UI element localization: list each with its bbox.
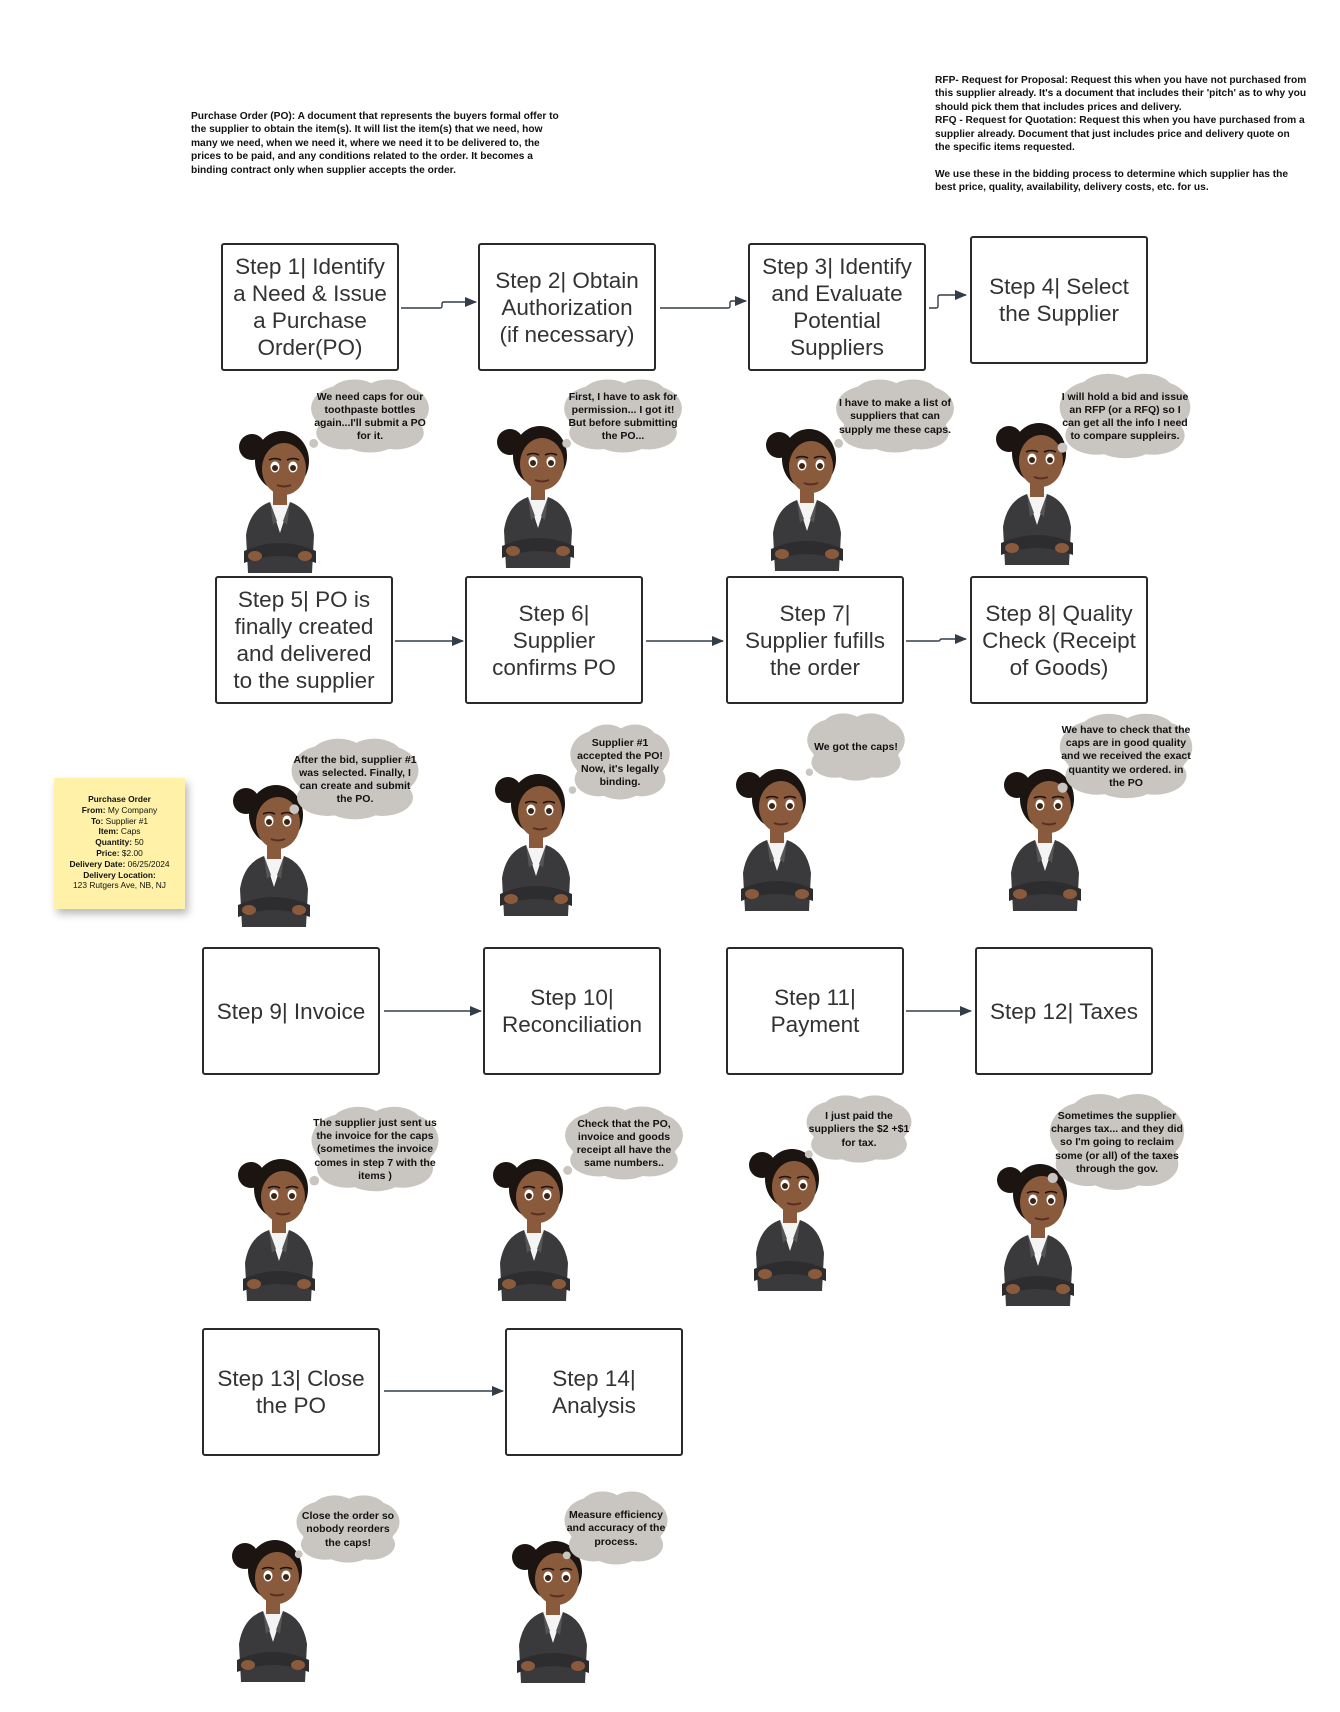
character-step-11 <box>740 1127 840 1291</box>
thought-text: Measure efficiency and accuracy of the p… <box>566 1509 666 1548</box>
cloud-shape <box>309 379 429 453</box>
cloud-shape <box>562 379 682 453</box>
arrow-step1-step2 <box>401 297 477 309</box>
thought-text: Check that the PO, invoice and goods rec… <box>576 1117 672 1170</box>
character-step-6 <box>486 752 586 916</box>
sticky-from: From: My Company <box>81 804 158 815</box>
step-3-box: Step 3| Identify and Evaluate Potential … <box>748 243 926 371</box>
sticky-quantity: Quantity: 50 <box>95 837 144 848</box>
arrow-step2-step3 <box>660 296 747 309</box>
thought-text: The supplier just sent us the invoice fo… <box>313 1116 437 1182</box>
thought-text: Sometimes the supplier charges tax... an… <box>1051 1109 1183 1175</box>
cloud-shape <box>1047 1094 1185 1190</box>
cloud-shape <box>562 1491 668 1565</box>
character-step-13 <box>223 1518 323 1682</box>
sticky-delivery-location: 123 Rutgers Ave, NB, NJ <box>73 880 166 891</box>
step-4-box: Step 4| Select the Supplier <box>970 236 1148 364</box>
thought-bubble-step-3: I have to make a list of suppliers that … <box>831 378 959 454</box>
thought-bubble-step-1: We need caps for our toothpaste bottles … <box>306 378 434 454</box>
character-step-9 <box>229 1137 329 1301</box>
step-14-box: Step 14| Analysis <box>505 1328 683 1456</box>
step-11-box: Step 11| Payment <box>726 947 904 1075</box>
character-step-4 <box>987 401 1087 565</box>
arrow-step3-step4 <box>929 290 967 309</box>
step-2-box: Step 2| Obtain Authorization (if necessa… <box>478 243 656 371</box>
thought-bubble-step-11: I just paid the suppliers the $2 +$1 for… <box>802 1094 916 1164</box>
thought-bubble-step-6: Supplier #1 accepted the PO! Now, it's l… <box>566 723 674 801</box>
step-1-box: Step 1| Identify a Need & Issue a Purcha… <box>221 243 399 371</box>
character-step-10 <box>484 1137 584 1301</box>
thought-bubble-step-2: First, I have to ask for permission... I… <box>559 378 687 454</box>
thought-bubble-step-5: After the bid, supplier #1 was selected.… <box>286 737 424 821</box>
sticky-to: To: Supplier #1 <box>90 815 149 826</box>
thought-text: I just paid the suppliers the $2 +$1 for… <box>808 1110 910 1149</box>
character-step-1 <box>230 409 330 573</box>
character-step-7 <box>727 747 827 911</box>
cloud-shape <box>568 724 670 800</box>
thought-text: Supplier #1 accepted the PO! Now, it's l… <box>577 736 663 789</box>
step-10-box: Step 10| Reconciliation <box>483 947 661 1075</box>
thought-bubble-step-12: Sometimes the supplier charges tax... an… <box>1044 1092 1190 1192</box>
cloud-shape <box>1057 373 1191 459</box>
step-6-box: Step 6| Supplier confirms PO <box>465 576 643 704</box>
thought-bubble-step-4: I will hold a bid and issue an RFP (or a… <box>1054 372 1196 460</box>
cloud-shape <box>805 713 905 781</box>
thought-text: Close the order so nobody reorders the c… <box>301 1510 395 1549</box>
step-12-box: Step 12| Taxes <box>975 947 1153 1075</box>
sticky-delivery-location-label: Delivery Location: <box>83 869 156 880</box>
character-step-2 <box>488 404 588 568</box>
thought-text: I have to make a list of suppliers that … <box>838 397 952 436</box>
step-8-box: Step 8| Quality Check (Receipt of Goods) <box>970 576 1148 704</box>
sticky-item: Item: Caps <box>98 826 141 837</box>
thought-bubble-step-14: Measure efficiency and accuracy of the p… <box>560 1490 672 1566</box>
character-step-3 <box>757 407 857 571</box>
sticky-price: Price: $2.00 <box>96 847 143 858</box>
thought-text: We need caps for our toothpaste bottles … <box>314 390 426 443</box>
cloud-shape <box>563 1106 683 1180</box>
step-7-box: Step 7| Supplier fufills the order <box>726 576 904 704</box>
character-step-8 <box>995 747 1095 911</box>
po-definition-note: Purchase Order (PO): A document that rep… <box>191 111 559 176</box>
step-13-box: Step 13| Close the PO <box>202 1328 380 1456</box>
thought-text: After the bid, supplier #1 was selected.… <box>293 753 417 806</box>
thought-bubble-step-10: Check that the PO, invoice and goods rec… <box>560 1105 688 1181</box>
thought-bubble-step-13: Close the order so nobody reorders the c… <box>292 1494 404 1564</box>
step-5-box: Step 5| PO is finally created and delive… <box>215 576 393 704</box>
thought-bubble-step-8: We have to check that the caps are in go… <box>1054 712 1198 800</box>
cloud-shape <box>294 1495 400 1563</box>
thought-text: We got the caps! <box>814 741 898 754</box>
thought-bubble-step-9: The supplier just sent us the invoice fo… <box>306 1105 444 1193</box>
purchase-order-sticky-note: Purchase Order From: My Company To: Supp… <box>54 778 185 909</box>
cloud-shape <box>1057 713 1193 799</box>
character-step-5 <box>224 763 324 927</box>
step-9-box: Step 9| Invoice <box>202 947 380 1075</box>
rfp-rfq-definition-note: RFP- Request for Proposal: Request this … <box>935 75 1307 194</box>
cloud-shape <box>289 738 419 820</box>
cloud-shape <box>309 1106 439 1192</box>
cloud-shape <box>804 1095 912 1163</box>
sticky-delivery-date: Delivery Date: 06/25/2024 <box>69 858 170 869</box>
cloud-shape <box>834 379 954 453</box>
thought-text: First, I have to ask for permission... I… <box>568 390 678 443</box>
thought-text: We have to check that the caps are in go… <box>1061 723 1191 789</box>
thought-bubble-step-7: We got the caps! <box>803 712 909 782</box>
arrow-step7-step8 <box>906 634 967 644</box>
sticky-title: Purchase Order <box>88 794 151 804</box>
thought-text: I will hold a bid and issue an RFP (or a… <box>1061 390 1189 443</box>
